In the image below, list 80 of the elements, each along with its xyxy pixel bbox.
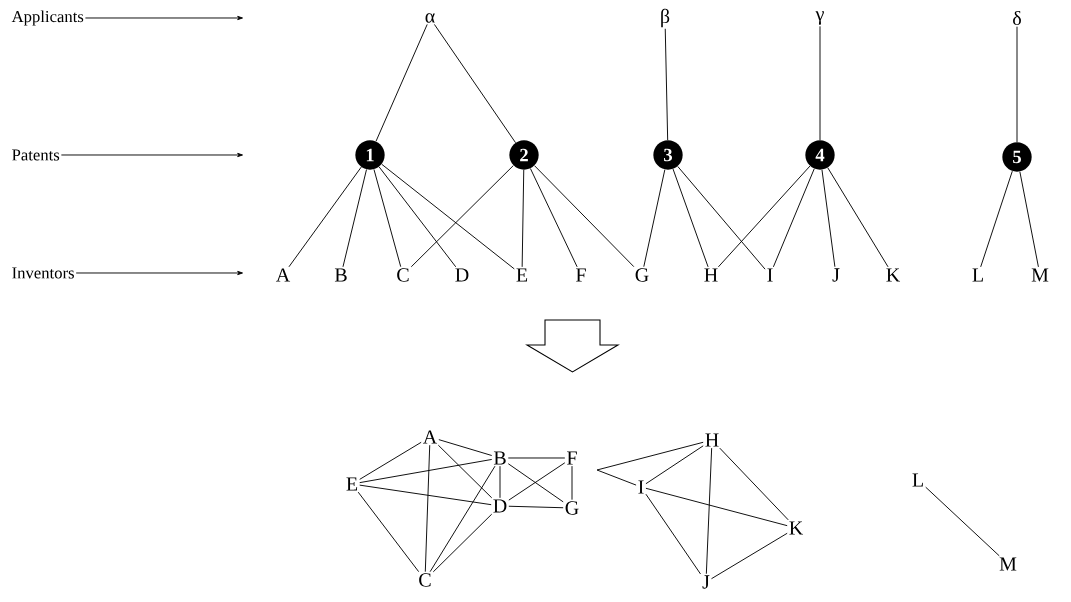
connector-line <box>772 168 815 268</box>
inventor-label: D <box>455 268 469 282</box>
connector-line <box>1019 171 1039 268</box>
connector-line <box>424 444 431 573</box>
inventor-label: C <box>397 268 409 282</box>
connector-line <box>288 166 362 268</box>
connector-line <box>378 166 457 268</box>
arrow <box>84 15 243 21</box>
inventor-label: K <box>886 268 900 282</box>
connector-line <box>645 487 788 527</box>
graph-vertex: E <box>346 477 358 491</box>
connector-line <box>672 168 709 268</box>
inventor-label: H <box>704 268 718 282</box>
connector-line <box>433 23 517 144</box>
connector-line <box>410 165 514 268</box>
graph-vertex: J <box>702 575 710 589</box>
graph-vertex: G <box>565 501 579 515</box>
arrow <box>75 270 243 276</box>
graph-vertex: B <box>493 451 506 465</box>
row-label: Inventors <box>12 267 74 279</box>
connector-line <box>342 169 367 268</box>
connector-line <box>645 445 704 485</box>
connector-line <box>437 444 493 499</box>
connector-line <box>719 447 789 521</box>
connector-line <box>821 169 836 268</box>
connector-line <box>359 484 492 506</box>
connector-line <box>705 447 713 575</box>
arrow <box>60 152 243 158</box>
connector-line <box>980 170 1013 268</box>
connector-line <box>643 169 666 268</box>
graph-vertex: F <box>567 451 577 465</box>
applicant-label: δ <box>1013 10 1021 26</box>
graph-vertex: I <box>638 480 644 494</box>
graph-vertex: M <box>999 557 1017 571</box>
connector-line <box>357 491 420 573</box>
connector-line <box>438 439 493 456</box>
connector-line <box>645 493 701 575</box>
row-label: Applicants <box>11 10 84 26</box>
connector-line <box>717 165 811 268</box>
inventor-label: M <box>1031 268 1049 282</box>
connector-line <box>711 532 788 580</box>
row-label: Patents <box>12 149 60 161</box>
connector-line <box>381 163 515 270</box>
inventor-label: G <box>635 268 649 282</box>
connector-line <box>529 168 578 268</box>
graph-vertex: L <box>912 473 923 487</box>
connector-line <box>521 169 525 268</box>
connector-line <box>432 513 493 573</box>
inventor-label: A <box>275 268 291 282</box>
connector-line <box>429 465 496 573</box>
graph-vertex: C <box>419 573 431 587</box>
inventor-label: B <box>334 268 347 282</box>
connector-line <box>664 28 669 141</box>
inventor-label: L <box>972 268 983 282</box>
connector-line <box>359 441 422 480</box>
connector-line <box>819 25 821 141</box>
graph-vertex: D <box>493 499 507 513</box>
inventor-label: J <box>832 268 840 282</box>
applicant-label: γ <box>815 11 824 25</box>
inventor-label: F <box>576 268 586 282</box>
connector-line <box>827 167 889 268</box>
connector-line <box>499 465 501 499</box>
applicant-label: β <box>661 8 670 28</box>
connector-line <box>677 165 766 270</box>
connector-line <box>507 457 566 459</box>
connector-line <box>534 165 635 268</box>
connector-line <box>925 486 1000 557</box>
connector-line <box>375 23 428 142</box>
graph-vertex: K <box>789 521 803 535</box>
graph-vertex: A <box>422 430 438 444</box>
connector-line <box>571 465 573 501</box>
connector-line <box>596 441 704 486</box>
inventor-label: E <box>516 268 528 282</box>
connector-line <box>1016 26 1018 143</box>
graph-vertex: H <box>705 433 719 447</box>
applicant-label: α <box>425 13 435 23</box>
connector-line <box>359 459 493 484</box>
inventor-label: I <box>767 268 773 282</box>
connector-line <box>508 505 564 509</box>
connector-line <box>373 168 402 268</box>
